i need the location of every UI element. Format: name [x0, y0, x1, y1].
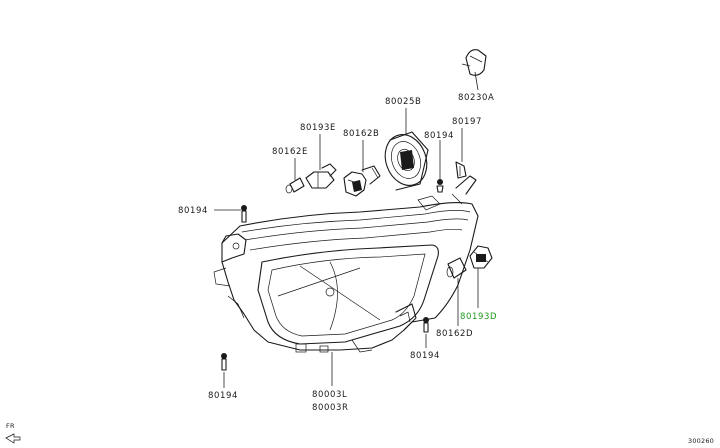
label-80194-bottom: 80194 [208, 391, 238, 401]
label-80193e: 80193E [300, 123, 336, 133]
cap-80230a[interactable] [461, 49, 487, 76]
screw-80194-bottom[interactable] [221, 353, 227, 371]
label-80003r: 80003R [312, 403, 349, 413]
screw-80194-top[interactable] [436, 179, 444, 193]
leader-lines [214, 71, 479, 388]
label-80025b: 80025B [385, 97, 421, 107]
socket-cap-80025b[interactable] [378, 129, 433, 192]
label-80162e: 80162E [272, 147, 308, 157]
headlamp-assembly[interactable] [213, 175, 479, 353]
arrow-left-icon [5, 433, 21, 444]
label-80194-left: 80194 [178, 206, 208, 216]
bulb-80162e[interactable] [285, 177, 305, 194]
label-80003l: 80003L [312, 390, 347, 400]
label-80194-top: 80194 [424, 131, 454, 141]
front-direction-indicator: FR [5, 422, 21, 444]
label-80194-mid: 80194 [410, 351, 440, 361]
label-80193d: 80193D [460, 312, 497, 322]
figure-id: 300260 [688, 437, 714, 445]
bulb-socket-80193d[interactable] [469, 245, 493, 269]
label-80197: 80197 [452, 117, 482, 127]
clip-80197[interactable] [455, 161, 467, 179]
screw-80194-left[interactable] [241, 205, 247, 223]
label-80230a: 80230A [458, 93, 494, 103]
bulb-80193e[interactable] [305, 163, 337, 189]
bulb-80162d[interactable] [446, 257, 467, 279]
direction-label: FR [6, 422, 15, 430]
bulb-80162b[interactable] [343, 165, 381, 197]
label-80162b: 80162B [343, 129, 379, 139]
screw-80194-mid[interactable] [423, 317, 429, 333]
label-80162d: 80162D [436, 329, 473, 339]
